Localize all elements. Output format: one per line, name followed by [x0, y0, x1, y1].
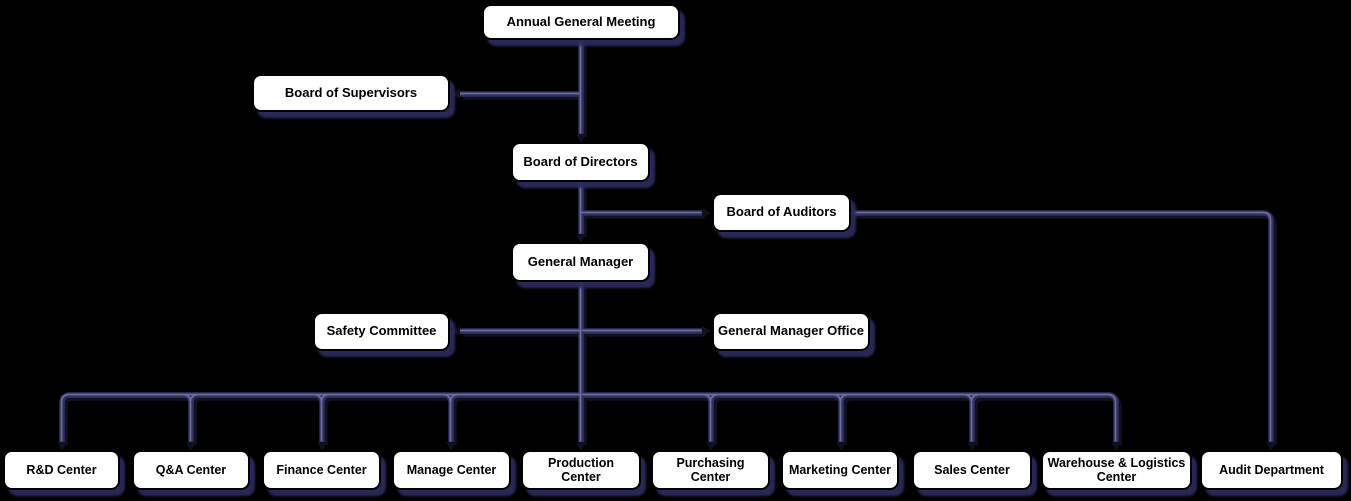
node-label: General Manager — [527, 253, 634, 269]
node-label: Purchasing Center — [676, 455, 745, 484]
node-rd-center: R&D Center — [3, 450, 120, 490]
node-board-of-auditors: Board of Auditors — [712, 193, 851, 232]
node-label: Marketing Center — [788, 462, 892, 477]
node-label: Annual General Meeting — [506, 13, 656, 29]
node-label: Board of Supervisors — [284, 84, 418, 100]
node-marketing-center: Marketing Center — [781, 450, 899, 490]
node-purchasing-center: Purchasing Center — [651, 450, 770, 490]
node-sales-center: Sales Center — [912, 450, 1032, 490]
arrow-to-warehouse-icon — [1111, 442, 1121, 451]
arrow-to-directors-icon — [576, 134, 586, 143]
wire-shadow-pass — [65, 43, 1274, 445]
arrow-to-safety-icon — [451, 326, 460, 336]
node-warehouse-logistics-center: Warehouse & Logistics Center — [1041, 450, 1192, 490]
arrow-to-finance-icon — [317, 442, 327, 451]
node-audit-department: Audit Department — [1200, 450, 1343, 490]
arrow-to-rd-icon — [57, 442, 67, 451]
arrow-to-gm-office-icon — [702, 326, 711, 336]
wire-main-pass — [62, 40, 1271, 442]
node-general-manager: General Manager — [511, 242, 650, 282]
node-label: General Manager Office — [718, 323, 864, 339]
arrow-to-purchasing-icon — [706, 442, 716, 451]
node-label: Q&A Center — [155, 462, 227, 477]
node-label: Production Center — [548, 455, 614, 484]
arrow-to-auditors-icon — [702, 208, 711, 218]
node-safety-committee: Safety Committee — [313, 312, 450, 351]
arrow-to-audit-icon — [1266, 442, 1276, 451]
arrow-to-qa-icon — [186, 442, 196, 451]
node-general-manager-office: General Manager Office — [712, 312, 870, 351]
node-label: R&D Center — [26, 462, 97, 477]
node-label: Warehouse & Logistics Center — [1047, 455, 1186, 484]
node-label: Audit Department — [1219, 462, 1324, 477]
node-label: Board of Directors — [523, 153, 638, 169]
node-board-of-supervisors: Board of Supervisors — [252, 74, 450, 112]
arrow-to-manage-icon — [446, 442, 456, 451]
node-manage-center: Manage Center — [392, 450, 511, 490]
arrow-to-sales-icon — [967, 442, 977, 451]
node-label: Sales Center — [934, 462, 1010, 477]
node-board-of-directors: Board of Directors — [511, 142, 650, 182]
arrowheads — [57, 89, 1276, 451]
arrow-to-marketing-icon — [836, 442, 846, 451]
node-label: Safety Committee — [326, 323, 437, 339]
node-label: Finance Center — [276, 462, 367, 477]
node-label: Manage Center — [406, 462, 497, 477]
wire-highlight-pass — [60, 38, 1272, 443]
arrow-to-supervisors-icon — [451, 89, 460, 99]
node-finance-center: Finance Center — [262, 450, 381, 490]
node-annual-general-meeting: Annual General Meeting — [482, 4, 680, 40]
node-label: Board of Auditors — [726, 204, 837, 220]
node-production-center: Production Center — [521, 450, 641, 490]
node-qa-center: Q&A Center — [132, 450, 250, 490]
arrow-to-production-icon — [576, 442, 586, 451]
arrow-to-general-manager-icon — [576, 234, 586, 243]
